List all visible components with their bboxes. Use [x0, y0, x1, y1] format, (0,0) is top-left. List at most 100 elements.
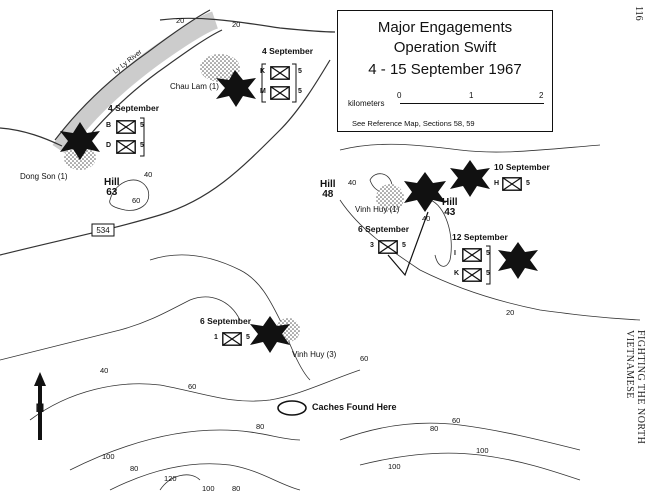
hill-43: Hill 43	[442, 198, 458, 218]
hill-63: Hill 63	[104, 178, 120, 198]
village-chau-lam	[200, 54, 240, 82]
contour-line	[69, 429, 301, 471]
legend-title-1: Major Engagements	[377, 19, 513, 36]
contour-label: 20	[506, 308, 515, 317]
unit-symbol	[502, 177, 522, 191]
unit-letter: 3	[370, 242, 374, 249]
contour-label: 120	[164, 474, 177, 483]
contour-line	[0, 296, 241, 361]
date-label: 4 September	[108, 103, 160, 113]
scale-label: kilometers	[348, 99, 385, 108]
north-label: N	[36, 401, 45, 415]
contour-line	[29, 369, 361, 421]
battle-star	[450, 160, 490, 197]
road-534-shield	[91, 223, 115, 237]
hill-63-word: Hill	[104, 177, 120, 188]
unit-bracket	[292, 63, 297, 103]
date-label: 4 September	[262, 46, 314, 56]
unit-bn: 5	[140, 142, 144, 149]
running-title: FIGHTING THE NORTH VIETNAMESE	[624, 330, 646, 445]
legend-title-2: Operation Swift	[393, 39, 497, 56]
contour-label: 80	[430, 424, 439, 433]
contour-label: 40	[144, 170, 153, 179]
contour-label: 100	[388, 462, 401, 471]
battle-star	[404, 172, 446, 212]
contour-line	[149, 254, 311, 381]
legend-box: Major Engagements Operation Swift 4 - 15…	[337, 10, 553, 132]
contour-label: 100	[202, 484, 215, 493]
river-bank-south	[69, 29, 223, 161]
unit-letter: B	[106, 122, 112, 129]
scale-tick-2: 2	[539, 91, 544, 100]
unit-letter: K	[260, 68, 266, 75]
unit-bn: 5	[402, 242, 406, 249]
unit-symbol	[116, 120, 136, 134]
contour-label: 60	[360, 354, 369, 363]
contour-label: 60	[452, 416, 461, 425]
unit-symbol	[462, 248, 482, 262]
contour-label: 80	[256, 422, 265, 431]
date-label: 12 September	[452, 232, 508, 242]
unit-letter: I	[454, 250, 456, 257]
unit-movement-line	[387, 211, 429, 277]
village-vinh-huy-1	[376, 184, 404, 212]
hill-63-num: 63	[106, 187, 118, 198]
unit-letter: M	[260, 88, 266, 95]
battle-star	[498, 242, 538, 279]
contour-label: 20	[232, 20, 241, 29]
hill-43-word: Hill	[442, 197, 458, 208]
date-label: 6 September	[358, 224, 410, 234]
road-534	[0, 59, 331, 256]
label-caches: Caches Found Here	[312, 402, 397, 412]
contour-label: 100	[102, 452, 115, 461]
unit-symbol	[270, 66, 290, 80]
unit-bn: 5	[526, 180, 530, 187]
contour-label: 20	[176, 16, 185, 25]
unit-bn: 5	[486, 250, 490, 257]
unit-symbol	[462, 268, 482, 282]
unit-symbol	[378, 240, 398, 254]
battle-star	[216, 70, 256, 107]
contour-label: 40	[422, 214, 431, 223]
label-chau-lam: Chau Lam (1)	[170, 82, 219, 91]
contour-line	[339, 143, 601, 153]
unit-bn: 5	[140, 122, 144, 129]
contour-line	[429, 199, 452, 267]
unit-bn: 5	[298, 68, 302, 75]
unit-letter: K	[454, 270, 460, 277]
contour-label: 40	[348, 178, 357, 187]
scale-tick-0: 0	[397, 91, 402, 100]
contour-label: 60	[132, 196, 141, 205]
contour-label: 80	[232, 484, 241, 493]
contour-line	[109, 463, 301, 491]
legend-title-3: 4 - 15 September 1967	[368, 61, 522, 78]
battle-star	[60, 122, 100, 160]
unit-bracket	[140, 117, 145, 157]
unit-symbol	[222, 332, 242, 346]
reference-note: See Reference Map, Sections 58, 59	[352, 119, 475, 128]
hill-48-word: Hill	[320, 179, 336, 190]
hill-43-num: 43	[444, 207, 456, 218]
scale-tick-1: 1	[469, 91, 474, 100]
unit-bn: 5	[486, 270, 490, 277]
contour-line	[339, 199, 641, 321]
contour-label: 40	[100, 366, 109, 375]
label-dong-son: Dong Son (1)	[20, 172, 68, 181]
contour-line	[359, 452, 581, 481]
hill-48-num: 48	[322, 189, 334, 200]
contour-label: 80	[130, 464, 139, 473]
river-bank-north	[54, 9, 211, 141]
unit-letter: H	[494, 180, 500, 187]
contour-line	[109, 179, 150, 211]
unit-bn: 5	[246, 334, 250, 341]
north-arrow	[34, 372, 46, 440]
unit-symbol	[270, 86, 290, 100]
hill-48: Hill 48	[320, 180, 336, 200]
battle-star	[250, 316, 290, 353]
contour-label: 60	[188, 382, 197, 391]
contour-line	[339, 422, 581, 451]
label-vinh-huy-1: Vinh Huy (1)	[355, 205, 400, 214]
unit-letter: D	[106, 142, 112, 149]
